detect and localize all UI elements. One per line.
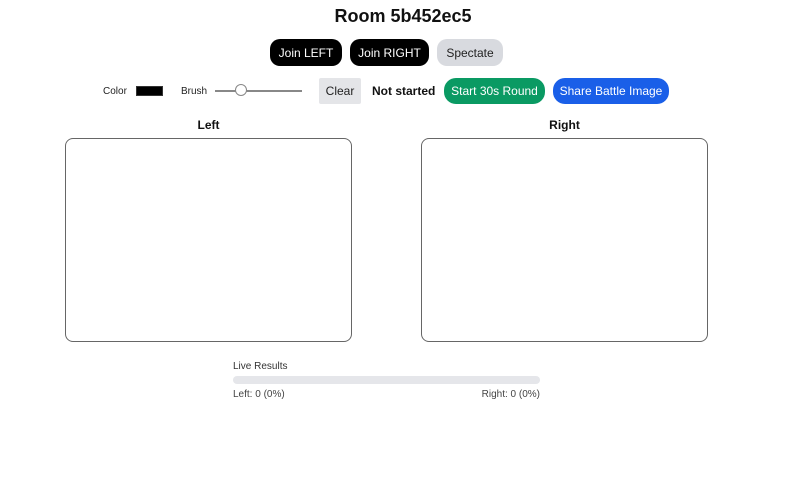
right-side-title: Right	[549, 118, 580, 132]
brush-label: Brush	[181, 86, 208, 97]
color-picker[interactable]	[136, 86, 163, 96]
left-result: Left: 0 (0%)	[233, 389, 285, 400]
join-left-button[interactable]: Join LEFT	[270, 39, 342, 66]
right-result: Right: 0 (0%)	[481, 389, 540, 400]
color-label: Color	[103, 86, 127, 97]
share-battle-image-button[interactable]: Share Battle Image	[553, 78, 669, 104]
right-drawing-canvas[interactable]	[421, 138, 708, 342]
clear-button[interactable]: Clear	[319, 78, 361, 104]
left-side-title: Left	[197, 118, 220, 132]
room-title: Room 5b452ec5	[334, 6, 472, 26]
left-drawing-canvas[interactable]	[65, 138, 352, 342]
join-right-button[interactable]: Join RIGHT	[350, 39, 429, 66]
brush-slider-thumb[interactable]	[235, 84, 247, 96]
results-progress-bar	[233, 376, 540, 384]
round-status: Not started	[372, 84, 436, 98]
live-results-label: Live Results	[233, 361, 288, 372]
brush-slider-track[interactable]	[215, 90, 302, 92]
spectate-button[interactable]: Spectate	[437, 39, 503, 66]
start-round-button[interactable]: Start 30s Round	[444, 78, 545, 104]
